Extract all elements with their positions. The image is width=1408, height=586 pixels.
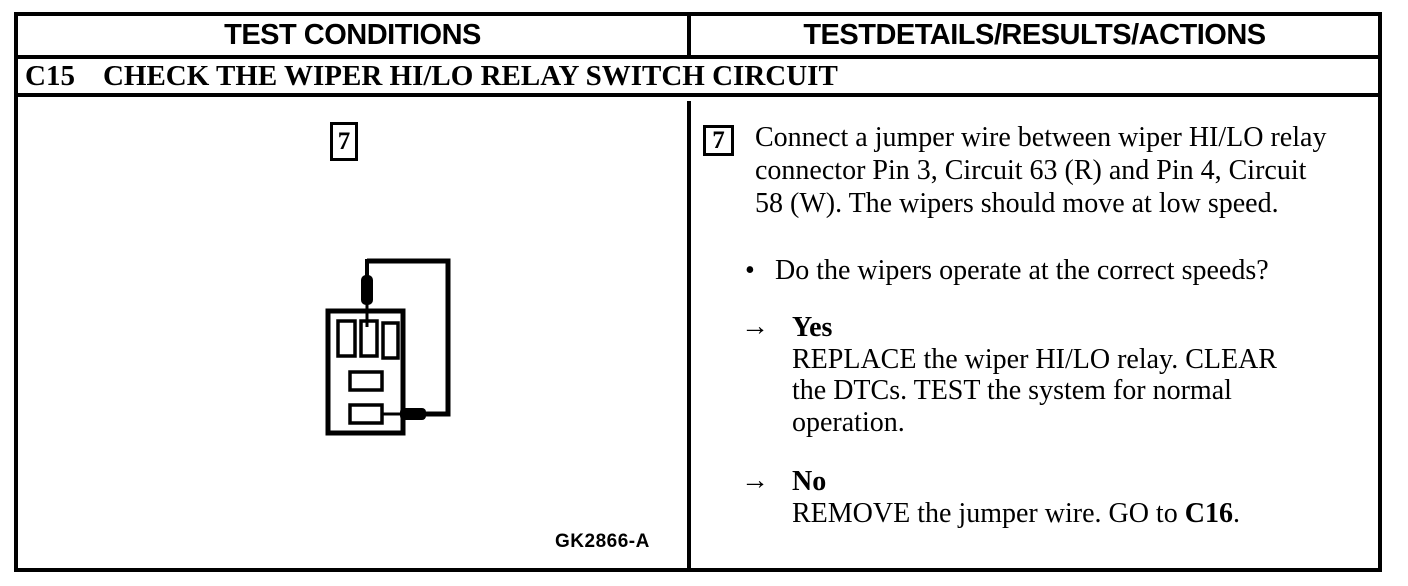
- jumper-wire: [367, 258, 451, 417]
- test-id: C15: [25, 59, 75, 92]
- pin-slot-1: [336, 319, 357, 358]
- pin-slot-5: [348, 403, 384, 425]
- arrow-right-icon: →: [741, 311, 769, 342]
- pin-slot-2: [359, 319, 379, 358]
- no-action-reference: C16: [1184, 497, 1233, 529]
- bullet-icon: •: [745, 255, 755, 286]
- step-instruction: Connect a jumper wire between wiper HI/L…: [755, 122, 1327, 219]
- test-step-row: C15 CHECK THE WIPER HI/LO RELAY SWITCH C…: [18, 59, 1378, 97]
- question-text: Do the wipers operate at the correct spe…: [775, 255, 1269, 286]
- pinpoint-test-table: TEST CONDITIONS TESTDETAILS/RESULTS/ACTI…: [14, 12, 1382, 572]
- yes-result-block: → Yes REPLACE the wiper HI/LO relay. CLE…: [741, 311, 1372, 438]
- no-action-period: .: [1232, 497, 1240, 529]
- test-conditions-cell: 7: [18, 101, 691, 568]
- jumper-probe-side: [400, 408, 426, 420]
- no-result-content: No REMOVE the jumper wire. GO to C16.: [792, 466, 1372, 529]
- pin-slot-4: [348, 370, 384, 392]
- jumper-probe-top: [361, 275, 373, 305]
- arrow-right-icon: →: [741, 465, 769, 496]
- test-title: CHECK THE WIPER HI/LO RELAY SWITCH CIRCU…: [102, 59, 838, 92]
- question-row: • Do the wipers operate at the correct s…: [745, 254, 1269, 287]
- no-label: No: [792, 466, 827, 497]
- column-header-test-details: TESTDETAILS/RESULTS/ACTIONS: [803, 19, 1266, 51]
- table-body-row: 7: [18, 101, 1378, 568]
- no-action: REMOVE the jumper wire. GO to C16.: [792, 498, 1372, 530]
- no-result-block: → No REMOVE the jumper wire. GO to C16.: [741, 465, 1372, 529]
- yes-result-content: Yes REPLACE the wiper HI/LO relay. CLEAR…: [792, 312, 1372, 438]
- figure-step-number-box: 7: [330, 122, 358, 161]
- yes-label: Yes: [792, 312, 833, 343]
- test-details-cell: 7 Connect a jumper wire between wiper HI…: [691, 101, 1378, 568]
- relay-connector-jumper-diagram: [325, 258, 451, 436]
- table-header-row: TEST CONDITIONS TESTDETAILS/RESULTS/ACTI…: [18, 16, 1378, 59]
- step-number-box: 7: [703, 125, 734, 156]
- column-header-test-conditions: TEST CONDITIONS: [18, 16, 691, 55]
- no-action-text: REMOVE the jumper wire. GO to: [792, 497, 1185, 529]
- figure-caption: GK2866-A: [555, 531, 650, 552]
- pin-slot-3: [381, 321, 400, 360]
